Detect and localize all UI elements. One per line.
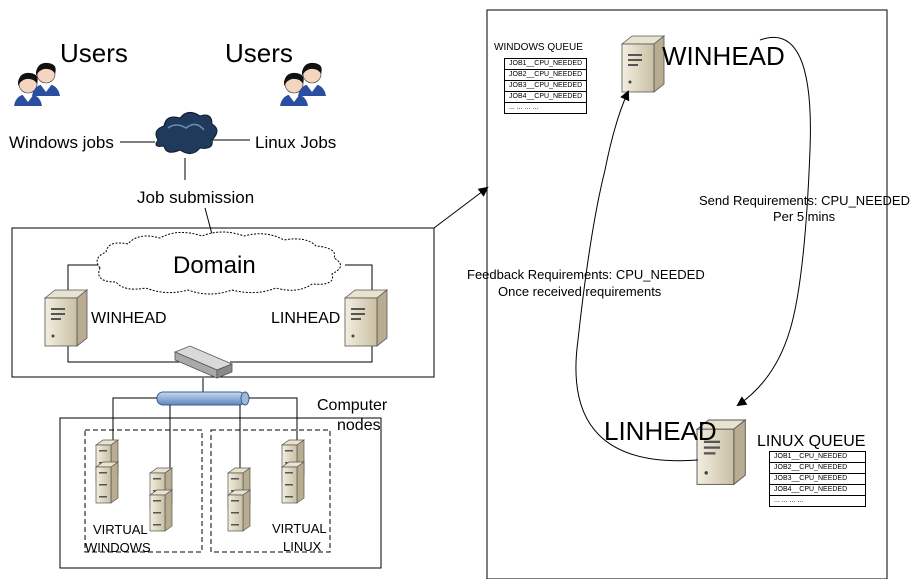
windows-queue-row: JOB1__CPU_NEEDED	[505, 59, 586, 70]
computer-nodes-label-line2: nodes	[337, 417, 381, 434]
right-winhead-label: WINHEAD	[662, 41, 785, 71]
users-right-label: Users	[225, 38, 293, 68]
node-icon	[95, 439, 305, 532]
linux-queue-table: JOB1__CPU_NEEDED JOB2__CPU_NEEDED JOB3__…	[769, 451, 866, 507]
windows-queue-table: JOB1__CPU_NEEDED JOB2__CPU_NEEDED JOB3__…	[504, 58, 587, 114]
right-winhead-server-icon	[621, 35, 665, 93]
user-icon-left	[13, 62, 61, 107]
linux-queue-row: JOB1__CPU_NEEDED	[770, 452, 865, 463]
linux-queue-title: LINUX QUEUE	[757, 433, 866, 450]
domain-label: Domain	[173, 252, 256, 279]
windows-queue-row: JOB2__CPU_NEEDED	[505, 70, 586, 81]
linux-queue-row: JOB2__CPU_NEEDED	[770, 463, 865, 474]
linux-queue-row: JOB3__CPU_NEEDED	[770, 474, 865, 485]
linhead-server-icon	[344, 289, 388, 347]
computer-nodes-label-line1: Computer	[317, 397, 388, 414]
job-submission-label: Job submission	[137, 188, 255, 207]
switch-icon	[173, 345, 234, 379]
domain-winhead-label: WINHEAD	[91, 310, 167, 327]
feedback-requirements-label-line1: Feedback Requirements: CPU_NEEDED	[467, 267, 705, 282]
windows-queue-row: JOB4__CPU_NEEDED	[505, 92, 586, 103]
bus-icon	[156, 391, 250, 406]
virtual-linux-label-line2: LINUX	[283, 539, 322, 554]
windows-jobs-label: Windows jobs	[9, 133, 114, 152]
virtual-windows-label-line1: VIRTUAL	[93, 522, 148, 537]
virtual-linux-label-line1: VIRTUAL	[272, 521, 327, 536]
linux-queue-row: ... ... ... ...	[774, 497, 804, 504]
feedback-requirements-label-line2: Once received requirements	[498, 284, 662, 299]
winhead-server-icon	[44, 289, 88, 347]
right-linhead-label: LINHEAD	[604, 416, 717, 446]
linux-jobs-label: Linux Jobs	[255, 133, 337, 152]
users-left-label: Users	[60, 38, 128, 68]
windows-queue-row: JOB3__CPU_NEEDED	[505, 81, 586, 92]
user-icon-right	[279, 62, 327, 107]
windows-queue-row: ... ... ... ...	[509, 104, 539, 111]
send-requirements-label-line2: Per 5 mins	[773, 209, 836, 224]
send-requirements-label-line1: Send Requirements: CPU_NEEDED	[699, 193, 910, 208]
domain-linhead-label: LINHEAD	[271, 310, 341, 327]
windows-queue-title: WINDOWS QUEUE	[494, 42, 583, 53]
linux-queue-row: JOB4__CPU_NEEDED	[770, 485, 865, 496]
virtual-windows-label-line2: WINDOWS	[85, 540, 151, 555]
